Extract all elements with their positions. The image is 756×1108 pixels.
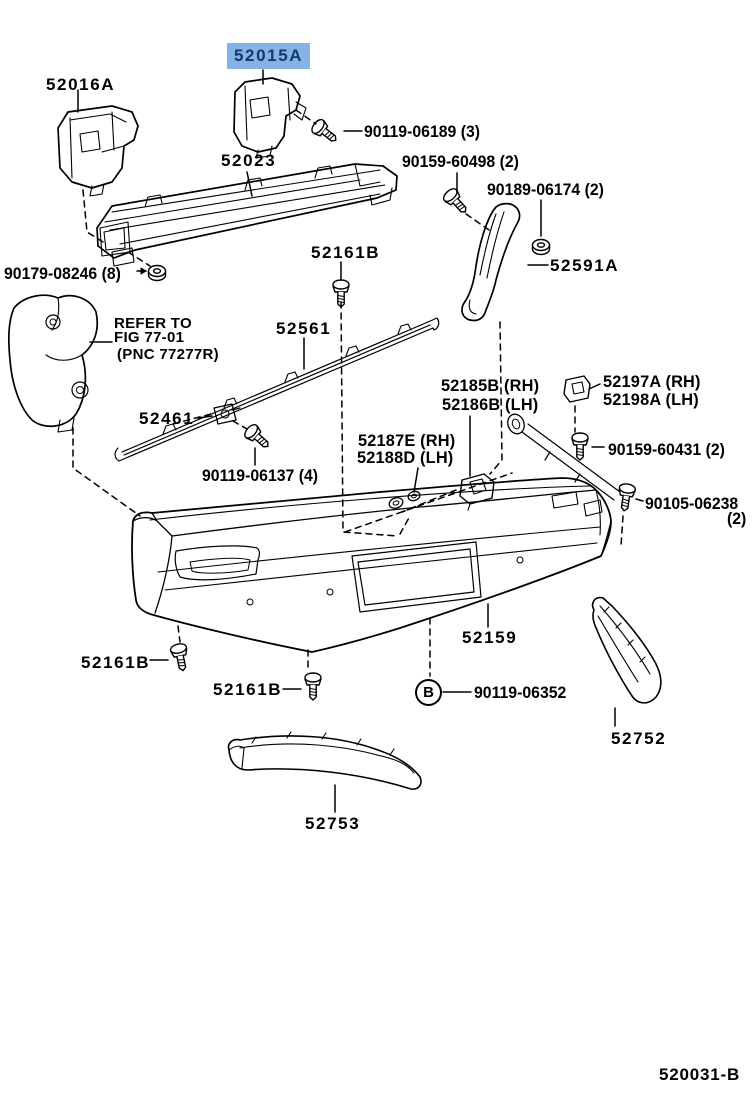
part-label-90159-60431[interactable]: 90159-60431 (2): [608, 440, 725, 459]
part-label-52753[interactable]: 52753: [305, 814, 361, 833]
part-label-90119-06137[interactable]: 90119-06137 (4): [202, 466, 319, 485]
callout-b-letter: B: [423, 684, 434, 701]
dashed-lines: [72, 109, 624, 677]
bolt-90119-06137: [241, 421, 274, 454]
clip-52185b-drawing: [459, 473, 495, 511]
fasteners: [147, 116, 637, 701]
part-label-52188D[interactable]: 52188D (LH): [357, 448, 454, 467]
bolt-90159-60431: [571, 432, 589, 461]
part-label-90105-06238-qty[interactable]: (2): [727, 509, 747, 528]
clip-52461-drawing: [213, 403, 241, 425]
part-label-52197A[interactable]: 52197A (RH): [603, 372, 701, 391]
part-label-90105-06238[interactable]: 90105-06238: [645, 494, 739, 513]
part-label-90119-06189[interactable]: 90119-06189 (3): [364, 122, 481, 141]
part-label-52161B-mid[interactable]: 52161B: [213, 680, 283, 699]
part-label-refer-line3[interactable]: (PNC 77277R): [117, 346, 219, 363]
part-label-52461[interactable]: 52461: [139, 409, 195, 428]
bolt-90119-06189: [308, 116, 342, 148]
nut-90189-06174: [531, 238, 551, 256]
side-panel-refer-drawing: [7, 294, 99, 433]
part-label-90119-06352[interactable]: 90119-06352: [474, 683, 567, 702]
part-label-52161B-top[interactable]: 52161B: [311, 243, 381, 262]
part-label-52015A[interactable]: 52015A: [227, 43, 311, 69]
part-label-90189-06174[interactable]: 90189-06174 (2): [487, 180, 604, 199]
diagram-code: 520031-B: [659, 1065, 741, 1084]
part-label-refer-line2[interactable]: FIG 77-01: [114, 329, 185, 346]
part-label-52561[interactable]: 52561: [276, 319, 332, 338]
nut-90179-08246: [147, 264, 167, 282]
part-label-52023[interactable]: 52023: [221, 151, 277, 170]
bumper-cover-52159-drawing: [131, 477, 612, 653]
part-label-52752[interactable]: 52752: [611, 729, 667, 748]
part-label-refer-line1[interactable]: REFER TO: [114, 315, 192, 332]
part-label-52185B[interactable]: 52185B (RH): [441, 376, 540, 395]
side-support-52591a-drawing: [461, 202, 521, 322]
bracket-52015a-drawing: [233, 77, 307, 159]
retainer-52561-drawing: [114, 317, 440, 462]
part-label-90179-08246[interactable]: 90179-08246 (8): [4, 264, 121, 283]
lower-protector-52753-drawing: [227, 731, 422, 790]
part-label-52186B[interactable]: 52186B (LH): [442, 395, 539, 414]
bolt-52161b-left: [169, 641, 192, 673]
part-label-52198A[interactable]: 52198A (LH): [603, 390, 699, 409]
callout-b[interactable]: B: [415, 679, 442, 706]
part-label-52161B-left[interactable]: 52161B: [81, 653, 151, 672]
leader-lines: [77, 69, 644, 813]
side-protector-52752-drawing: [591, 596, 662, 704]
part-label-52187E[interactable]: 52187E (RH): [358, 431, 456, 450]
part-label-52159[interactable]: 52159: [462, 628, 518, 647]
bolt-52161b-mid: [304, 672, 322, 701]
clip-52187e-drawing: [388, 490, 421, 509]
reinforcement-52023-drawing: [96, 163, 398, 267]
part-label-90159-60498[interactable]: 90159-60498 (2): [402, 152, 519, 171]
bolt-90105-06238: [615, 482, 637, 513]
corner-arm-drawing: [507, 413, 621, 501]
bracket-52016a-drawing: [57, 105, 139, 197]
part-label-52591A[interactable]: 52591A: [550, 256, 620, 275]
grommet-52197a-drawing: [563, 375, 591, 403]
part-label-52016A[interactable]: 52016A: [46, 75, 116, 94]
